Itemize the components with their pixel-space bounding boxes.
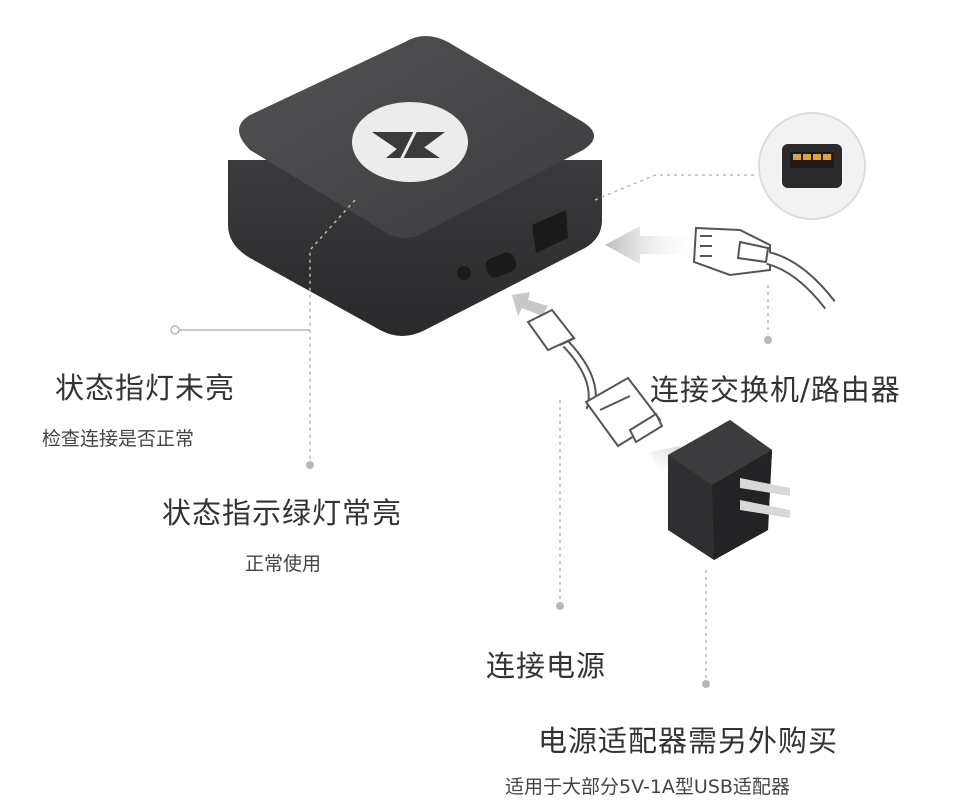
connect-switch-label: 连接交换机/路由器 bbox=[650, 373, 901, 407]
usb-c-port bbox=[485, 252, 517, 278]
device-logo-icon bbox=[352, 102, 468, 182]
device bbox=[228, 36, 602, 336]
power-adapter-icon bbox=[668, 420, 790, 560]
rj45-plug-icon bbox=[692, 226, 836, 310]
adapter-title: 电源适配器需另外购买 bbox=[538, 724, 839, 758]
indicator-off-title: 状态指灯未亮 bbox=[55, 371, 236, 405]
arrow-icon bbox=[512, 292, 548, 316]
connect-power-label: 连接电源 bbox=[486, 649, 607, 683]
adapter-subtitle: 适用于大部分5V-1A型USB适配器 bbox=[505, 776, 790, 798]
reset-hole bbox=[457, 266, 471, 280]
leader-lines bbox=[170, 174, 772, 688]
usb-cable-icon bbox=[526, 308, 664, 448]
ethernet-port bbox=[532, 210, 568, 253]
indicator-on-subtitle: 正常使用 bbox=[245, 553, 322, 575]
indicator-off-subtitle: 检查连接是否正常 bbox=[42, 428, 195, 450]
ethernet-port-icon bbox=[758, 112, 866, 220]
indicator-on-title: 状态指示绿灯常亮 bbox=[162, 496, 403, 530]
arrow-icon bbox=[605, 226, 700, 264]
